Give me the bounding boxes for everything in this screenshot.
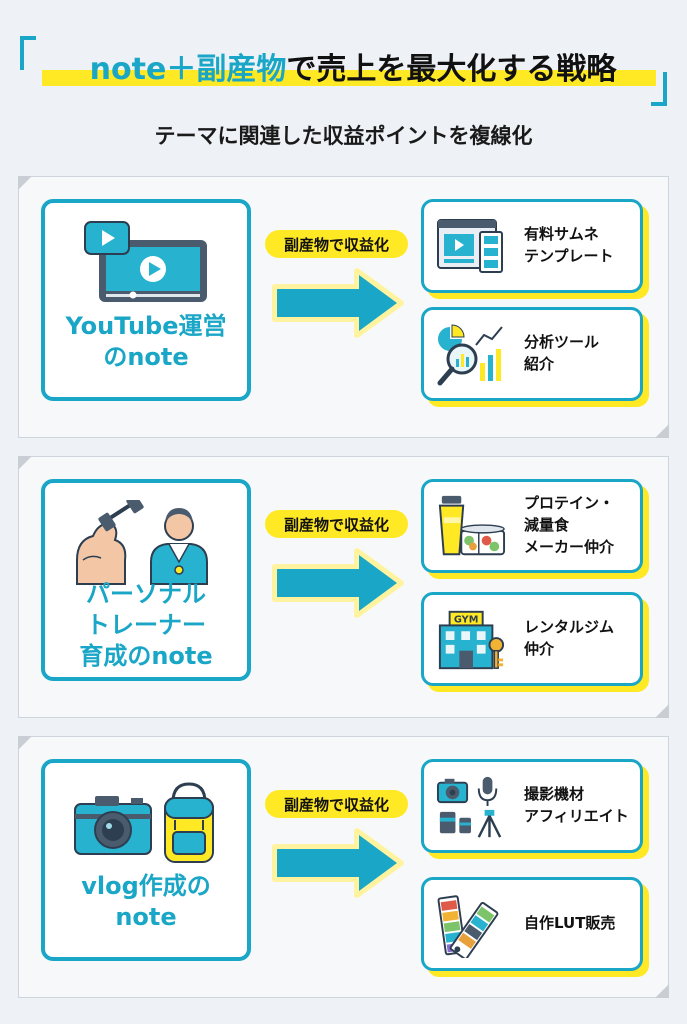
revenue-card: 有料サムネ テンプレート (421, 199, 643, 293)
camera-gear-icon (436, 774, 506, 840)
source-label: パーソナル トレーナー 育成のnote (79, 580, 213, 671)
revenue-card: 分析ツール 紹介 (421, 307, 643, 401)
camera-backpack-icon (45, 775, 247, 871)
title-bracket-top-left (20, 36, 36, 70)
revenue-card: プロテイン・ 減量食 メーカー仲介 (421, 479, 643, 573)
revenue-label: 撮影機材 アフィリエイト (524, 785, 629, 825)
title-highlight (42, 70, 656, 86)
arrow-right-icon (272, 268, 404, 338)
trainer-dumbbell-icon (45, 495, 247, 591)
source-card: YouTube運営 のnote (41, 199, 251, 401)
revenue-label: 自作LUT販売 (524, 914, 616, 933)
source-card: vlog作成の note (41, 759, 251, 961)
revenue-label: プロテイン・ 減量食 メーカー仲介 (524, 494, 615, 556)
page-subtitle: テーマに関連した収益ポイントを複線化 (154, 124, 533, 148)
title-bracket-bottom-right (651, 72, 667, 106)
arrow-right-icon (272, 828, 404, 898)
protein-shaker-icon (436, 494, 506, 560)
thumbnail-template-icon (436, 214, 506, 280)
gym-building-icon: GYM (436, 607, 506, 673)
title-accent: note＋副産物 (89, 52, 287, 87)
section-youtube: YouTube運営 のnote 副産物で収益化 有料サムネ テンプレート (18, 176, 669, 438)
arrow-right-icon (272, 548, 404, 618)
revenue-card: 撮影機材 アフィリエイト (421, 759, 643, 853)
source-label: YouTube運営 のnote (65, 312, 227, 372)
revenue-card: 自作LUT販売 (421, 877, 643, 971)
page-title: note＋副産物で売上を最大化する戦略 (38, 40, 668, 92)
section-trainer: パーソナル トレーナー 育成のnote 副産物で収益化 プロテイン・ 減量食 メ… (18, 456, 669, 718)
revenue-label: 分析ツール 紹介 (524, 333, 600, 373)
monetize-pill: 副産物で収益化 (265, 790, 408, 818)
video-player-icon (45, 215, 247, 311)
analytics-magnifier-icon (436, 322, 506, 388)
gym-sign-text: GYM (454, 615, 478, 626)
section-vlog: vlog作成の note 副産物で収益化 (18, 736, 669, 998)
title-block: note＋副産物で売上を最大化する戦略 (20, 36, 667, 106)
revenue-label: 有料サムネ テンプレート (524, 225, 614, 265)
revenue-label: レンタルジム 仲介 (524, 618, 615, 658)
title-rest: で売上を最大化する戦略 (286, 52, 617, 87)
monetize-pill: 副産物で収益化 (265, 230, 408, 258)
color-swatch-icon (436, 892, 506, 958)
source-card: パーソナル トレーナー 育成のnote (41, 479, 251, 681)
source-label: vlog作成の note (81, 872, 211, 932)
monetize-pill: 副産物で収益化 (265, 510, 408, 538)
revenue-card: GYM レンタルジム 仲介 (421, 592, 643, 686)
